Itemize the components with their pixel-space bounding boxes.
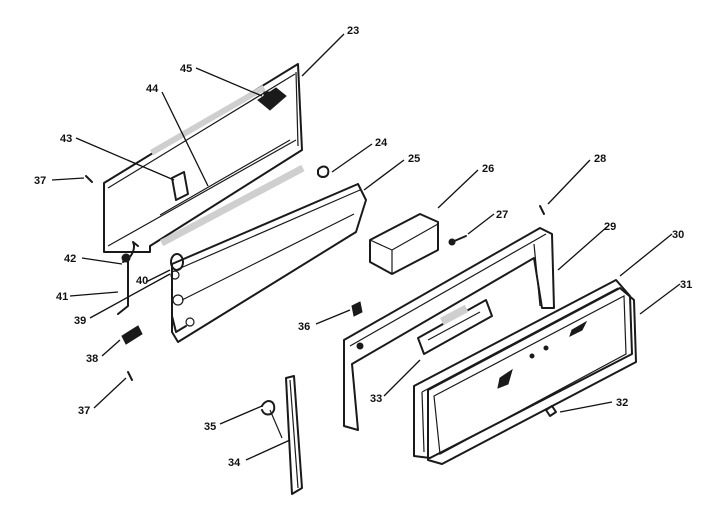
screw-part-27	[448, 235, 467, 246]
wire-clip-part-35	[261, 400, 283, 439]
screw-part-37-lower	[127, 371, 133, 381]
clip-part-36	[351, 301, 363, 317]
connector-part-38	[121, 325, 143, 345]
callout-37-lower: 37	[78, 405, 90, 417]
callout-35: 35	[204, 421, 216, 433]
callout-30: 30	[672, 229, 684, 241]
box-bracket-part	[369, 213, 439, 275]
callout-38: 38	[86, 353, 98, 365]
callout-labels: 23 45 44 43 37 24 25 26 28 27 42 40 41 2…	[34, 25, 692, 469]
nut-part-40	[170, 253, 184, 280]
wire-lead-part	[117, 241, 139, 315]
callout-34: 34	[228, 457, 241, 469]
callout-28: 28	[594, 153, 606, 165]
rod-bracket-part	[160, 164, 367, 343]
callout-31: 31	[680, 279, 692, 291]
leader-lines	[51, 33, 681, 461]
callout-36: 36	[298, 321, 310, 333]
bushing-part-32	[545, 405, 557, 417]
vertical-strip-part	[285, 375, 303, 495]
clip-part-24	[317, 165, 330, 178]
callout-26: 26	[482, 163, 494, 175]
front-panel-part	[343, 227, 555, 431]
callout-33: 33	[370, 393, 382, 405]
callout-25: 25	[408, 153, 420, 165]
display-window-part	[417, 299, 493, 355]
callout-40: 40	[136, 275, 148, 287]
bracket-part-43	[171, 171, 189, 201]
callout-29: 29	[604, 221, 616, 233]
screw-part-37-upper	[85, 175, 93, 183]
switch-part	[257, 87, 287, 111]
callout-42: 42	[64, 253, 76, 265]
callout-45: 45	[180, 63, 192, 75]
callout-37-upper: 37	[34, 175, 46, 187]
trim-frame-part	[427, 287, 637, 465]
callout-32: 32	[616, 397, 628, 409]
back-plate-part	[103, 63, 303, 253]
callout-24: 24	[375, 137, 388, 149]
callout-43: 43	[60, 133, 72, 145]
callout-44: 44	[146, 83, 159, 95]
callout-39: 39	[74, 315, 86, 327]
screw-part-28	[539, 205, 545, 215]
callout-41: 41	[56, 291, 68, 303]
callout-27: 27	[496, 209, 508, 221]
callout-23: 23	[347, 25, 359, 37]
